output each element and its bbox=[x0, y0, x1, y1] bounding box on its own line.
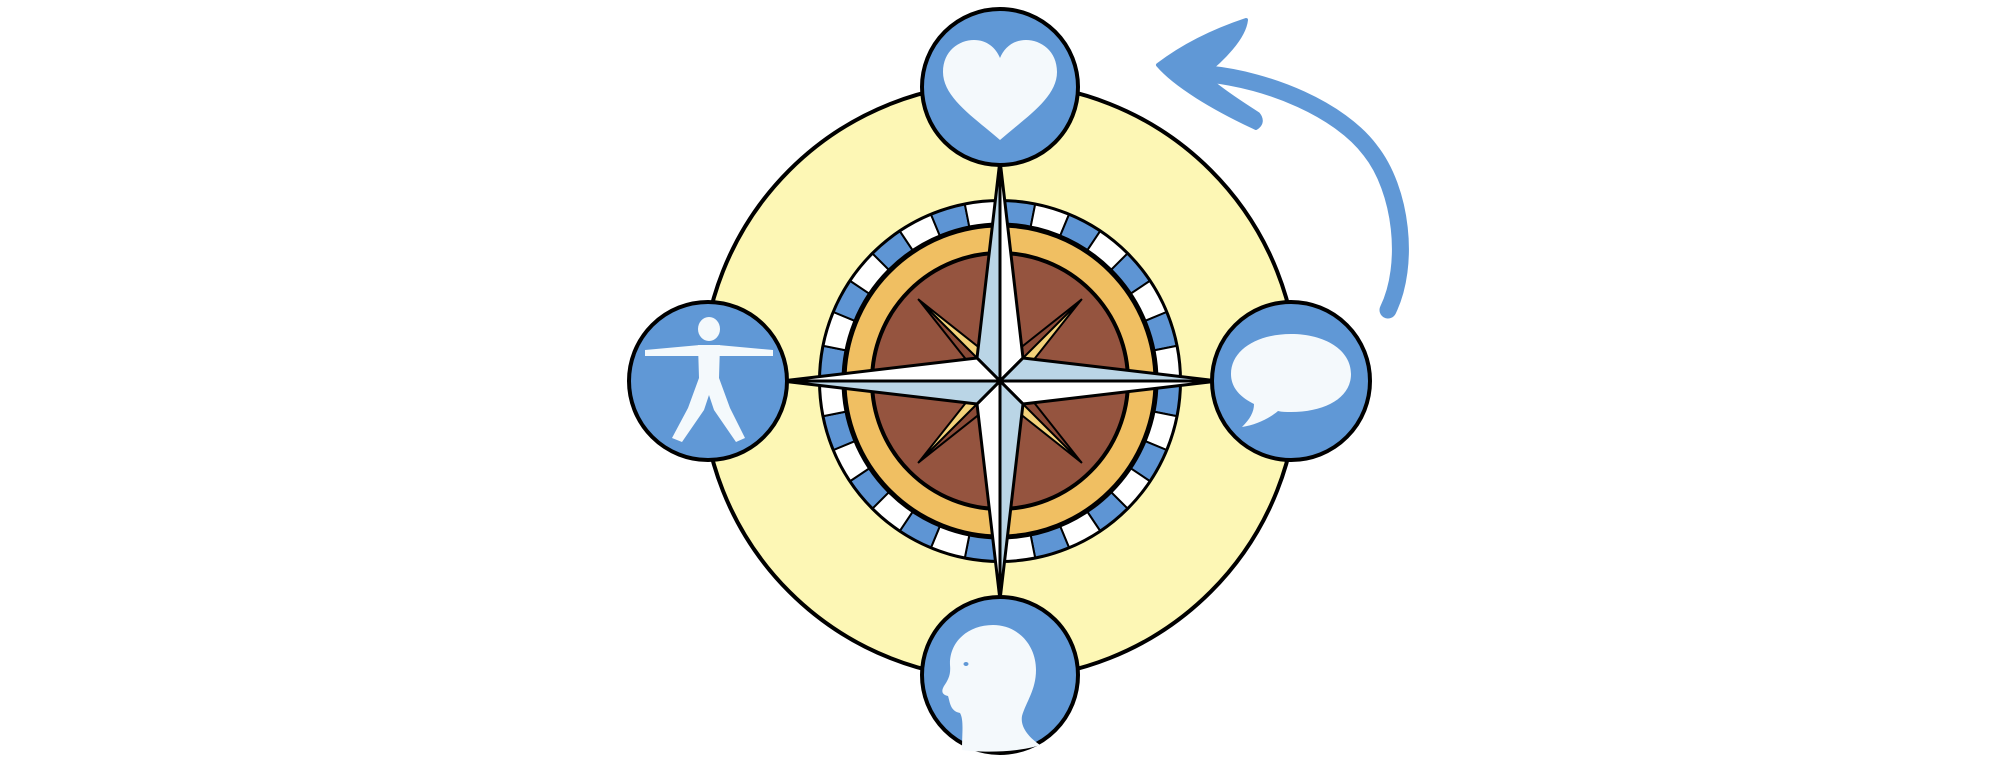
node-bottom bbox=[922, 597, 1078, 753]
node-top bbox=[922, 9, 1078, 165]
node-right bbox=[1212, 302, 1370, 460]
node-left bbox=[629, 302, 787, 460]
head-eye bbox=[964, 662, 969, 666]
figure-head bbox=[698, 317, 720, 341]
